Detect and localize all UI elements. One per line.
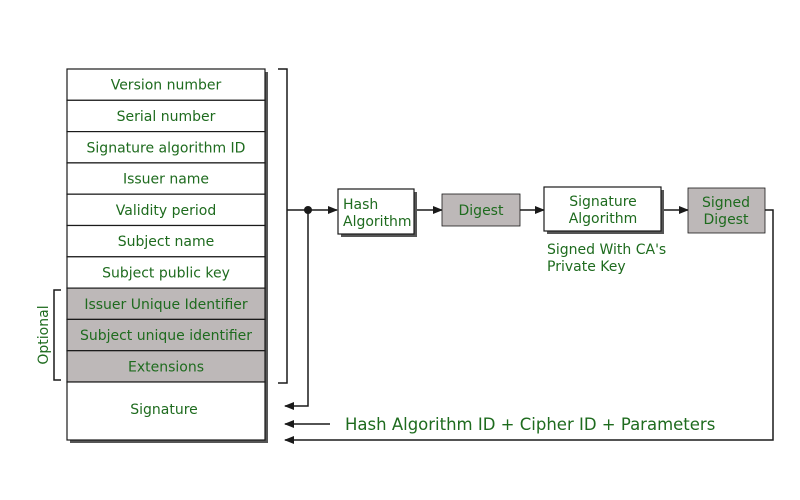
- signature-cell: Signature: [66, 381, 268, 443]
- field-cell: [66, 350, 266, 383]
- field-cell: [66, 68, 266, 101]
- ca-caption-line2: Private Key: [547, 259, 626, 275]
- field-label: Extensions: [128, 359, 204, 375]
- field-row: Issuer Unique Identifier: [66, 287, 266, 321]
- parameters-label: Hash Algorithm ID + Cipher ID + Paramete…: [345, 415, 715, 434]
- field-label: Version number: [111, 78, 222, 94]
- digest-label: Digest: [459, 203, 504, 219]
- signature-algorithm-box: Signature Algorithm: [543, 186, 664, 234]
- field-row: Version number: [66, 68, 266, 101]
- optional-bracket: Optional: [36, 289, 61, 381]
- field-label: Signature algorithm ID: [87, 140, 246, 156]
- hash-algorithm-box: Hash Algorithm: [337, 188, 417, 237]
- field-label: Serial number: [117, 109, 216, 125]
- field-row: Validity period: [66, 193, 266, 227]
- field-row: Subject name: [66, 224, 266, 258]
- field-row: Serial number: [66, 99, 266, 133]
- field-label: Issuer Unique Identifier: [84, 297, 248, 313]
- field-label: Validity period: [116, 203, 216, 219]
- field-label: Subject name: [118, 234, 215, 250]
- signed-digest-return-arrow: [284, 209, 774, 444]
- signed-digest-line2: Digest: [704, 212, 749, 228]
- field-row: Signature algorithm ID: [66, 131, 266, 164]
- signature-label: Signature: [130, 402, 198, 418]
- field-cell: [66, 131, 266, 164]
- field-cell: [66, 287, 266, 321]
- digest-box: Digest: [441, 193, 521, 227]
- signed-digest-box: Signed Digest: [687, 187, 766, 234]
- junction-to-signature-arrow: [284, 210, 309, 410]
- field-label: Subject public key: [102, 265, 230, 281]
- field-label: Issuer name: [123, 172, 209, 188]
- field-row: Subject unique identifier: [66, 318, 266, 352]
- field-row: Subject public key: [66, 256, 266, 289]
- field-cell: [66, 318, 266, 352]
- field-row: Issuer name: [66, 162, 266, 195]
- field-cell: [66, 256, 266, 289]
- hashed-fields-bracket: [278, 68, 288, 384]
- hash-algorithm-line1: Hash: [343, 197, 378, 213]
- optional-label: Optional: [36, 305, 52, 364]
- field-label: Subject unique identifier: [80, 328, 252, 344]
- field-cell: [66, 99, 266, 133]
- ca-caption-line1: Signed With CA's: [547, 242, 666, 258]
- signature-algorithm-line2: Algorithm: [569, 211, 638, 227]
- signature-algorithm-line1: Signature: [569, 194, 637, 210]
- hash-algorithm-line2: Algorithm: [343, 214, 412, 230]
- field-row: Extensions: [66, 350, 266, 383]
- signed-digest-line1: Signed: [702, 195, 750, 211]
